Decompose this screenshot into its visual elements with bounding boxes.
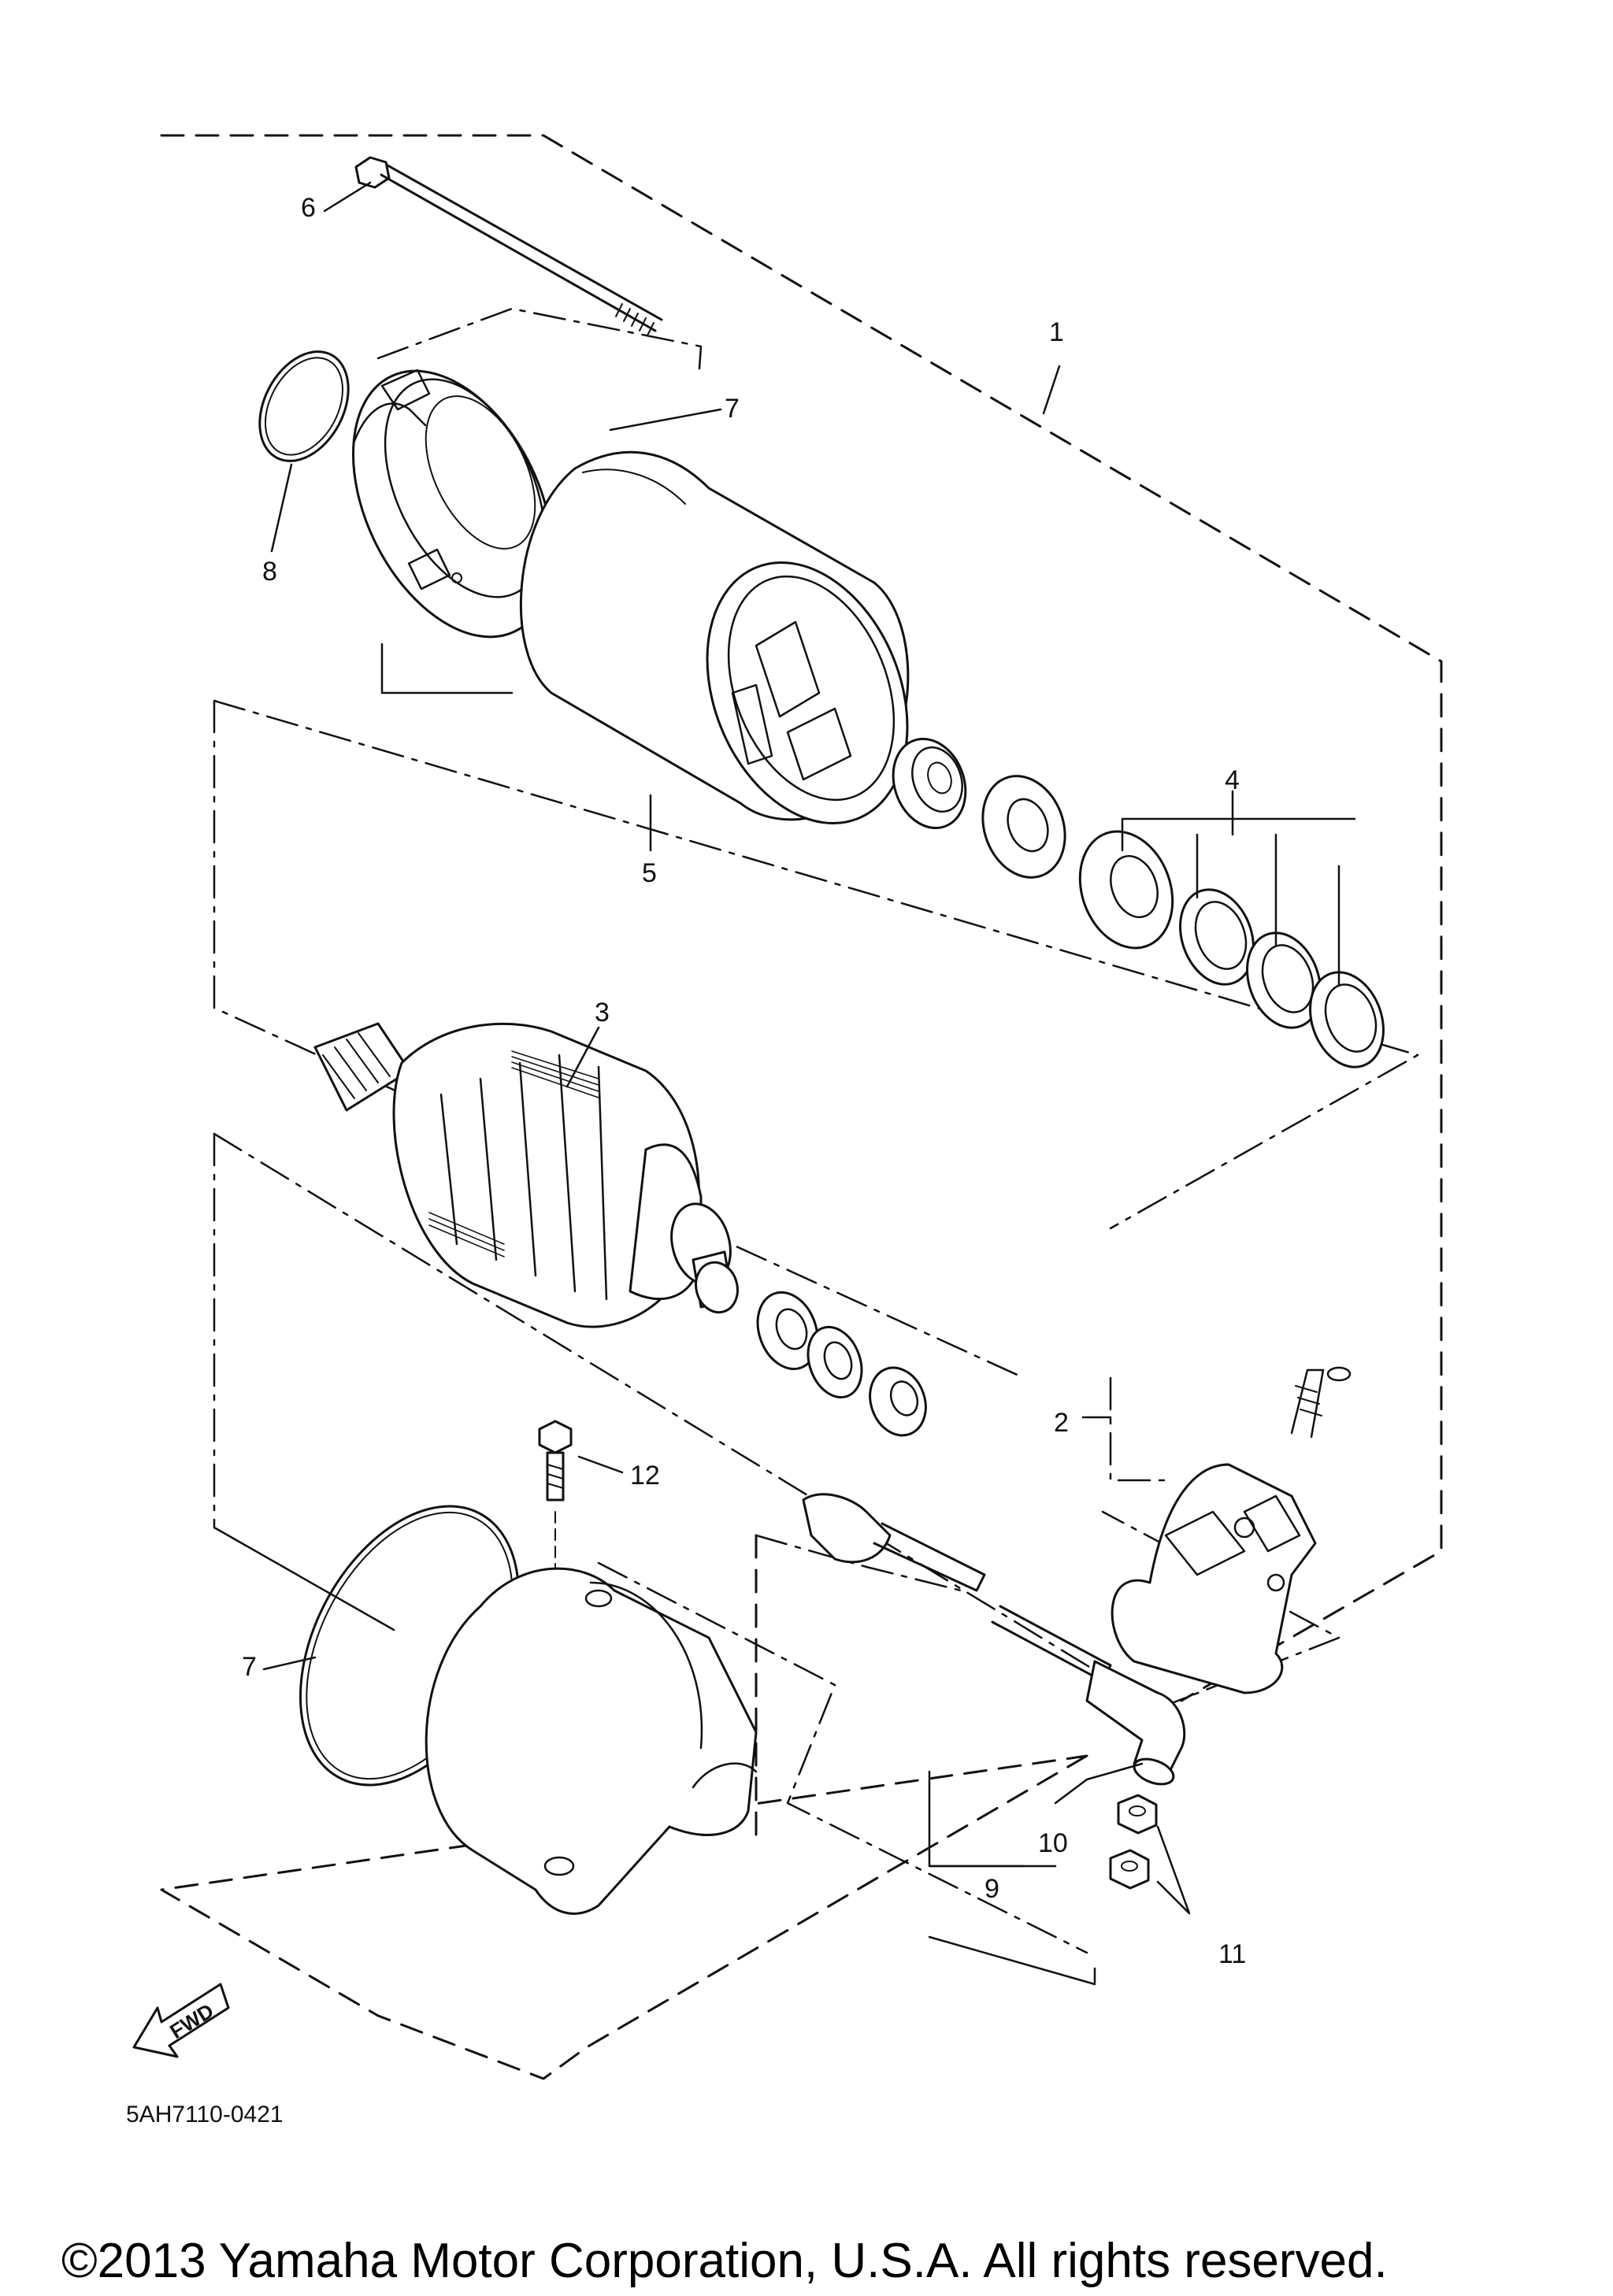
callout-11: 11 — [1218, 1939, 1246, 1969]
yoke-housing — [519, 450, 910, 824]
diagram-code: 5AH7110-0421 — [126, 2102, 284, 2128]
callout-6: 6 — [301, 193, 316, 223]
through-bolt — [354, 156, 663, 336]
callout-7-bottom: 7 — [242, 1652, 257, 1682]
callout-labels: 1 2 3 4 5 6 7 7 8 9 10 11 12 — [242, 193, 1246, 1969]
callout-10: 10 — [1038, 1828, 1068, 1858]
callout-3: 3 — [595, 998, 610, 1028]
armature — [313, 1022, 739, 1328]
washer-set — [1078, 830, 1385, 1068]
callout-4: 4 — [1225, 765, 1240, 795]
leader-lines — [262, 181, 1356, 1915]
callout-9: 9 — [984, 1874, 999, 1904]
oil-seal — [981, 775, 1066, 879]
brush-holder — [1111, 1366, 1352, 1694]
callout-7-top: 7 — [725, 394, 740, 424]
callout-12: 12 — [630, 1461, 660, 1491]
callout-5: 5 — [642, 858, 657, 888]
front-cover — [352, 368, 554, 639]
callout-1: 1 — [1049, 317, 1064, 347]
o-ring-top — [258, 350, 350, 462]
nuts — [1109, 1794, 1158, 1890]
fwd-arrow-icon: FWD — [132, 1983, 230, 2058]
callout-8: 8 — [262, 557, 277, 587]
copyright-notice: ©2013 Yamaha Motor Corporation, U.S.A. A… — [61, 2234, 1388, 2288]
lead-wire — [802, 1493, 1186, 1786]
bearing — [892, 737, 967, 830]
callout-2: 2 — [1054, 1408, 1069, 1438]
armature-washers — [756, 1291, 927, 1437]
rear-cover — [425, 1567, 758, 1915]
assembly-boundary — [160, 134, 1443, 2080]
